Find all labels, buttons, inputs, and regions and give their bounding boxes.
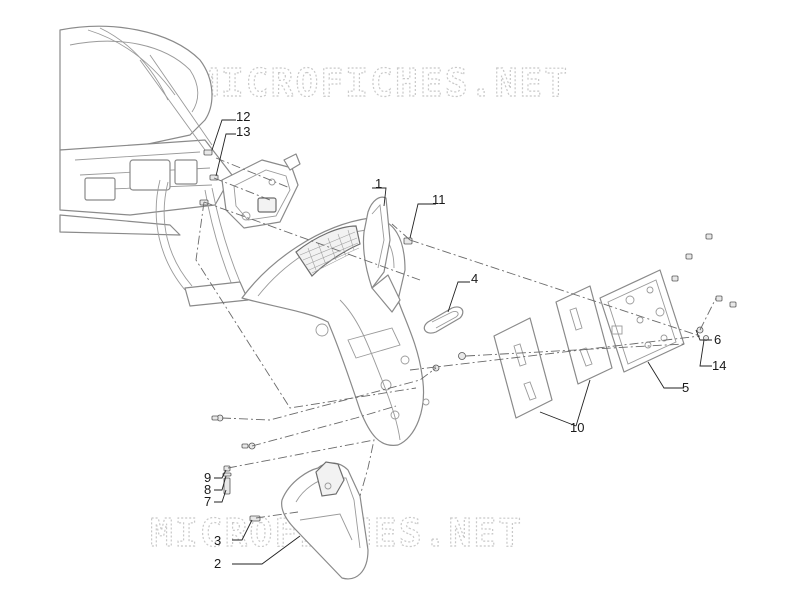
callout-11: 11	[432, 192, 446, 207]
plate-holder-10a	[493, 317, 553, 419]
plate-bracket-5	[599, 269, 685, 373]
screw-12	[203, 149, 213, 156]
callout-8: 8	[204, 482, 211, 497]
inner-panel-1	[362, 196, 401, 313]
callout-labels: 1 11 12 13 4 5 6 14 10 9 8 7 3 2	[204, 109, 726, 571]
license-light-bracket	[221, 153, 301, 229]
rear-mudguard	[241, 217, 430, 446]
plate-hardware	[671, 233, 737, 341]
screw-3	[249, 515, 261, 522]
screw-stack-7-8-9	[222, 465, 232, 495]
callout-10: 10	[570, 420, 584, 435]
callout-14: 14	[712, 358, 726, 373]
lower-mudguard-2	[281, 461, 369, 580]
callout-1: 1	[375, 176, 382, 191]
callout-13: 13	[236, 124, 250, 139]
callout-3: 3	[214, 533, 221, 548]
callout-9: 9	[204, 470, 211, 485]
callout-12: 12	[236, 109, 250, 124]
callout-2: 2	[214, 556, 221, 571]
callout-6: 6	[714, 332, 721, 347]
callout-leaders	[211, 119, 712, 565]
callout-7: 7	[204, 494, 211, 509]
rear-frame-assembly	[59, 25, 249, 307]
reflector-4	[423, 306, 464, 334]
mudguard-nuts	[211, 352, 466, 450]
callout-4: 4	[471, 271, 478, 286]
screw-11	[403, 237, 413, 245]
watermark-top: MICROFICHES.NET	[196, 61, 569, 105]
callout-5: 5	[682, 380, 689, 395]
assembly-lines	[195, 157, 717, 519]
plate-holder-10b	[555, 285, 613, 385]
